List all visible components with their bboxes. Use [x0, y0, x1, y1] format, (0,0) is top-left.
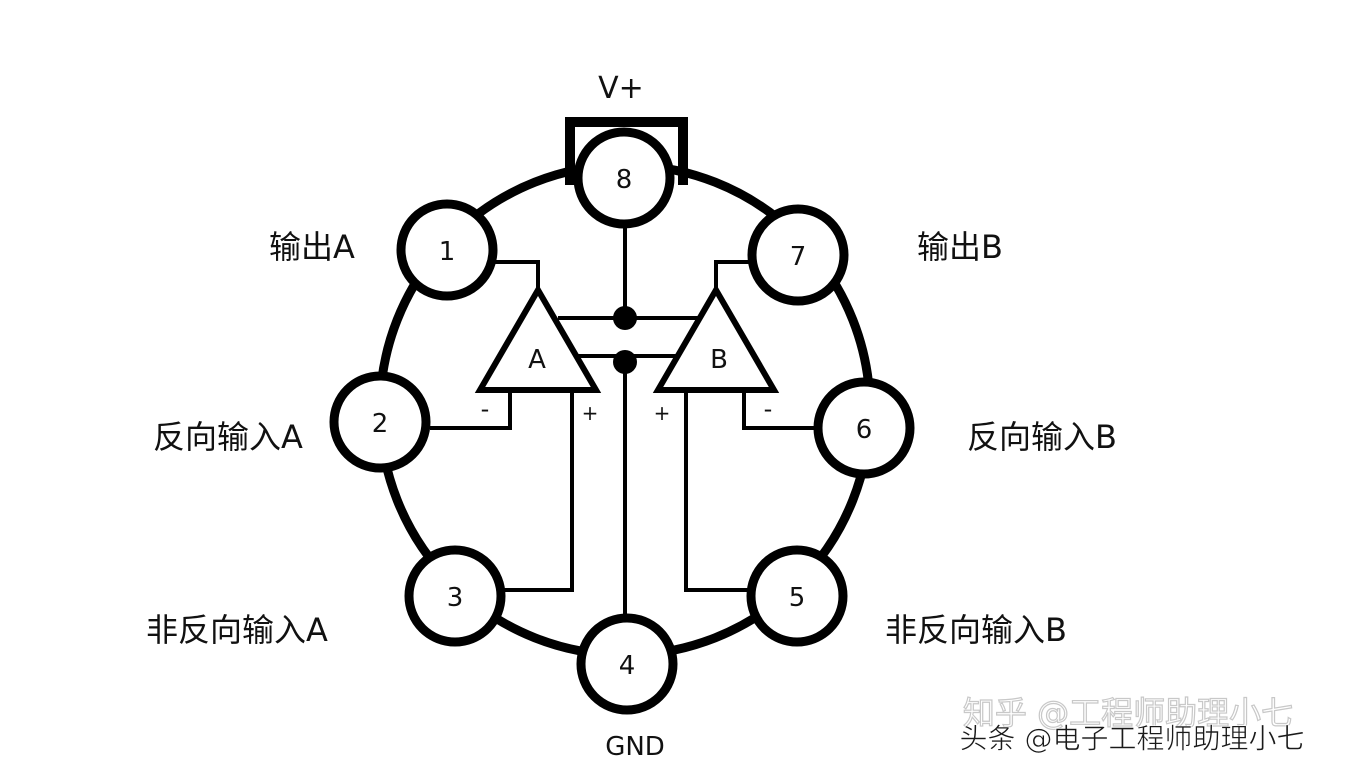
supply-bracket: [565, 117, 688, 185]
pin-3-label: 非反向输入A: [146, 611, 328, 649]
pin-7: 7: [747, 204, 849, 306]
pin-6-number: 6: [856, 415, 873, 445]
pin-1-number: 1: [439, 237, 456, 267]
op-amp-a: A - +: [474, 284, 602, 425]
pin-6-label: 反向输入B: [967, 418, 1117, 456]
op-amp-b: B - +: [652, 284, 780, 425]
op-amp-a-minus: -: [481, 395, 490, 423]
op-amp-a-name: A: [528, 345, 546, 375]
gnd-junction-dot: [613, 350, 637, 374]
pin-8: 8: [573, 127, 675, 229]
vplus-junction-dot: [613, 306, 637, 330]
pin-3-number: 3: [447, 583, 464, 613]
pin-1: 1: [396, 199, 498, 301]
op-amp-b-name: B: [710, 345, 728, 375]
pin-2: 2: [329, 371, 431, 473]
pin-4: 4: [576, 613, 678, 715]
watermark-zhihu: 知乎 @工程师助理小七: [963, 694, 1293, 732]
pin-6: 6: [813, 377, 915, 479]
op-amp-a-plus: +: [582, 401, 599, 425]
op-amp-b-plus: +: [654, 401, 671, 425]
pin-3: 3: [404, 545, 506, 647]
watermark-toutiao: 头条 @电子工程师助理小七: [960, 722, 1305, 755]
op-amp-b-minus: -: [764, 395, 773, 423]
internal-wiring: [430, 222, 822, 620]
pin-5-number: 5: [789, 583, 806, 613]
pin-4-number: 4: [619, 651, 636, 681]
pin-2-number: 2: [372, 409, 389, 439]
pin-8-number: 8: [616, 165, 633, 195]
pin-2-label: 反向输入A: [153, 418, 303, 456]
pin-1-label: 输出A: [269, 228, 355, 266]
supply-label: V+: [598, 71, 644, 106]
pin-7-label: 输出B: [917, 228, 1003, 266]
pin-7-number: 7: [790, 242, 807, 272]
pin-5-label: 非反向输入B: [885, 611, 1067, 649]
ground-label: GND: [605, 732, 665, 762]
pin-5: 5: [746, 545, 848, 647]
